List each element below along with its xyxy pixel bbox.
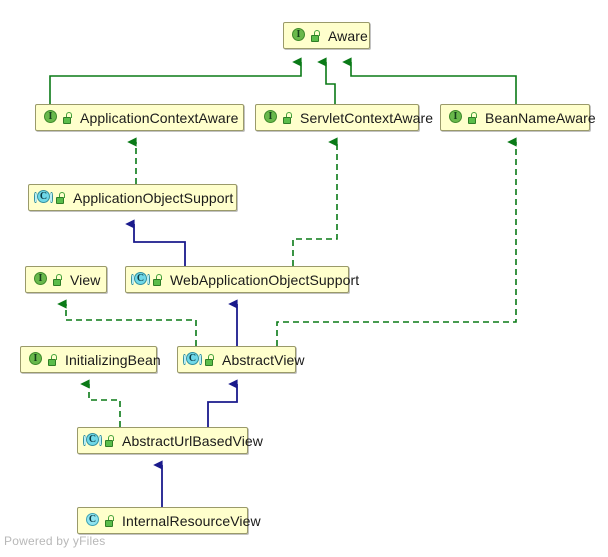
padlock-icon bbox=[47, 353, 59, 367]
padlock-icon bbox=[62, 111, 74, 125]
edge-beannameaware-to-aware bbox=[342, 57, 517, 104]
node-servletcontextaware[interactable]: I ServletContextAware bbox=[255, 104, 433, 131]
node-internalresourceview[interactable]: C InternalResourceView bbox=[77, 507, 261, 534]
node-label: InternalResourceView bbox=[122, 512, 261, 529]
class-icon: C bbox=[34, 190, 53, 205]
interface-icon: I bbox=[291, 28, 306, 43]
node-aware[interactable]: I Aware bbox=[283, 22, 370, 49]
node-label: AbstractView bbox=[222, 351, 305, 368]
interface-icon: I bbox=[263, 110, 278, 125]
padlock-icon bbox=[467, 111, 479, 125]
watermark-label: Powered by yFiles bbox=[4, 534, 106, 548]
interface-icon: I bbox=[28, 352, 43, 367]
node-label: AbstractUrlBasedView bbox=[122, 432, 264, 449]
edge-webappobjectsupport-to-servletcontextaware bbox=[292, 137, 338, 266]
interface-icon: I bbox=[448, 110, 463, 125]
node-applicationcontextaware[interactable]: I ApplicationContextAware bbox=[35, 104, 244, 131]
edge-webappobjectsupport-to-appobjectsupport bbox=[125, 219, 186, 266]
node-label: InitializingBean bbox=[65, 351, 161, 368]
edge-servletcontextaware-to-aware bbox=[317, 57, 336, 104]
edge-abstractview-to-beannameaware bbox=[276, 137, 517, 346]
padlock-icon bbox=[104, 514, 116, 528]
padlock-icon bbox=[52, 273, 64, 287]
interface-icon: I bbox=[33, 272, 48, 287]
node-view[interactable]: I View bbox=[25, 266, 107, 293]
class-icon: C bbox=[83, 433, 102, 448]
interface-icon: I bbox=[43, 110, 58, 125]
class-icon: C bbox=[131, 272, 150, 287]
node-applicationobjectsupport[interactable]: C ApplicationObjectSupport bbox=[28, 184, 237, 211]
node-label: Aware bbox=[328, 27, 368, 44]
edge-appcontextaware-to-aware bbox=[49, 57, 302, 104]
node-initializingbean[interactable]: I InitializingBean bbox=[20, 346, 161, 373]
edge-abstractview-to-view bbox=[57, 299, 197, 346]
edge-abstracturlbasedview-to-abstractview bbox=[207, 379, 238, 427]
node-label: ApplicationObjectSupport bbox=[73, 189, 234, 206]
padlock-icon bbox=[104, 434, 116, 448]
padlock-icon bbox=[282, 111, 294, 125]
class-icon: C bbox=[183, 352, 202, 367]
node-label: View bbox=[70, 271, 101, 288]
node-abstractview[interactable]: C AbstractView bbox=[177, 346, 305, 373]
padlock-icon bbox=[204, 353, 216, 367]
node-label: ServletContextAware bbox=[300, 109, 434, 126]
class-icon: C bbox=[85, 513, 100, 528]
node-label: WebApplicationObjectSupport bbox=[170, 271, 360, 288]
padlock-icon bbox=[152, 273, 164, 287]
node-label: ApplicationContextAware bbox=[80, 109, 239, 126]
node-abstracturlbasedview[interactable]: C AbstractUrlBasedView bbox=[77, 427, 263, 454]
padlock-icon bbox=[310, 29, 322, 43]
padlock-icon bbox=[55, 191, 67, 205]
node-webapplicationobjectsupport[interactable]: C WebApplicationObjectSupport bbox=[125, 266, 359, 293]
edge-abstracturlbasedview-to-initializingbean bbox=[80, 379, 121, 427]
node-label: BeanNameAware bbox=[485, 109, 596, 126]
node-beannameaware[interactable]: I BeanNameAware bbox=[440, 104, 596, 131]
